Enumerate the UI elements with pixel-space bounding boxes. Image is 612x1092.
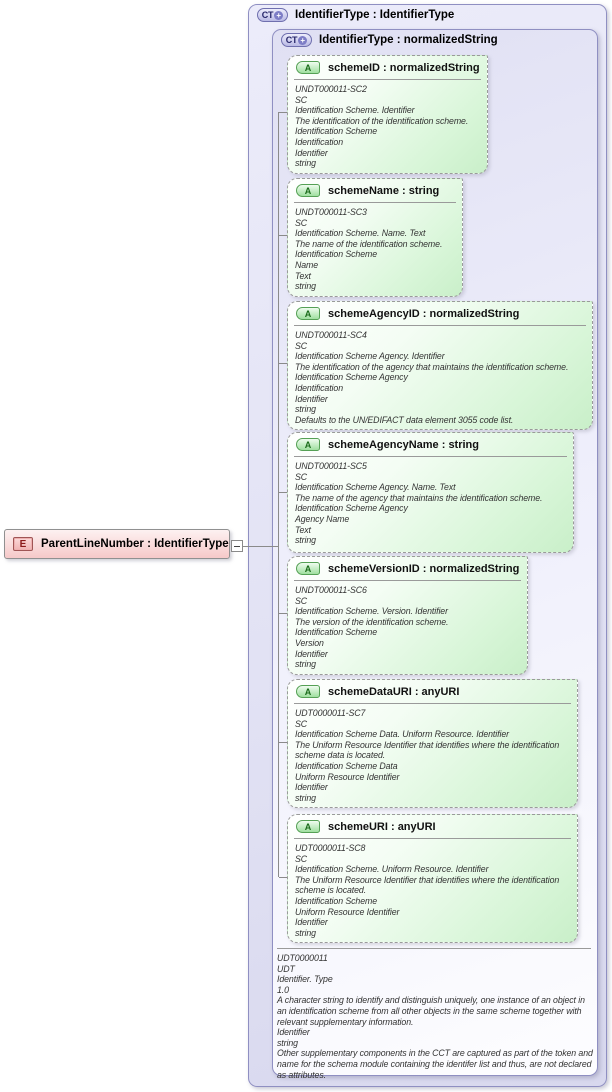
collapse-toggle[interactable]: [231, 540, 243, 552]
attribute-icon: A: [296, 562, 320, 575]
connector-stub-schemedatauri: [279, 742, 287, 743]
connector-element-line: [243, 546, 279, 547]
attribute-title: schemeAgencyName : string: [328, 438, 479, 451]
attribute-annotation: UNDT000011-SC4 SC Identification Scheme …: [295, 330, 569, 425]
divider: [294, 838, 571, 839]
attribute-title: schemeURI : anyURI: [328, 820, 436, 833]
complex-type-title-inner: IdentifierType : normalizedString: [319, 34, 498, 46]
plus-icon: +: [298, 35, 308, 45]
attribute-header: A schemeName : string: [288, 179, 462, 200]
connector-stub-schemename: [279, 235, 287, 236]
minus-icon: [234, 545, 240, 547]
attribute-box-schemename[interactable]: A schemeName : string UNDT000011-SC3 SC …: [287, 178, 463, 297]
attribute-header: A schemeAgencyName : string: [288, 433, 573, 454]
element-icon: E: [13, 537, 33, 551]
attribute-header: A schemeURI : anyURI: [288, 815, 577, 836]
attribute-box-schemeversionid[interactable]: A schemeVersionID : normalizedString UND…: [287, 556, 528, 675]
attribute-title: schemeName : string: [328, 184, 440, 197]
element-box-parentlinenumber[interactable]: E ParentLineNumber : IdentifierType: [4, 529, 230, 559]
connector-stub-schemeid: [279, 112, 287, 113]
attribute-box-schemeagencyid[interactable]: A schemeAgencyID : normalizedString UNDT…: [287, 301, 593, 431]
divider: [277, 948, 591, 949]
connector-stub-schemeagencyid: [279, 363, 287, 364]
attribute-title: schemeID : normalizedString: [328, 61, 480, 74]
attribute-annotation: UDT0000011-SC8 SC Identification Scheme.…: [295, 843, 560, 938]
attribute-icon: A: [296, 307, 320, 320]
complex-type-icon: CT +: [257, 8, 288, 22]
connector-trunk-line: [278, 112, 279, 877]
attribute-title: schemeAgencyID : normalizedString: [328, 307, 520, 320]
attribute-box-schemeagencyname[interactable]: A schemeAgencyName : string UNDT000011-S…: [287, 432, 574, 553]
attribute-icon: A: [296, 438, 320, 451]
attribute-box-schemeuri[interactable]: A schemeURI : anyURI UDT0000011-SC8 SC I…: [287, 814, 578, 944]
attribute-header: A schemeVersionID : normalizedString: [288, 557, 527, 578]
attribute-icon: A: [296, 820, 320, 833]
attribute-header: A schemeDataURI : anyURI: [288, 680, 577, 701]
attribute-box-schemeid[interactable]: A schemeID : normalizedString UNDT000011…: [287, 55, 488, 174]
connector-stub-schemeuri: [279, 877, 287, 878]
divider: [294, 202, 456, 203]
complex-type-icon: CT +: [281, 33, 312, 47]
divider: [294, 79, 481, 80]
attribute-annotation: UNDT000011-SC5 SC Identification Scheme …: [295, 461, 543, 546]
attribute-icon: A: [296, 61, 320, 74]
complex-type-header-outer[interactable]: CT + IdentifierType : IdentifierType: [257, 7, 454, 23]
attribute-annotation: UNDT000011-SC6 SC Identification Scheme.…: [295, 585, 449, 670]
complex-type-title-outer: IdentifierType : IdentifierType: [295, 9, 455, 21]
attribute-icon: A: [296, 685, 320, 698]
divider: [294, 325, 586, 326]
attribute-annotation: UDT0000011-SC7 SC Identification Scheme …: [295, 708, 560, 803]
element-title: ParentLineNumber : IdentifierType: [41, 538, 229, 550]
plus-icon: +: [274, 10, 284, 20]
attribute-title: schemeDataURI : anyURI: [328, 685, 460, 698]
attribute-annotation: UNDT000011-SC2 SC Identification Scheme.…: [295, 84, 469, 169]
type-annotation: UDT0000011 UDT Identifier. Type 1.0 A ch…: [277, 953, 593, 1080]
attribute-header: A schemeAgencyID : normalizedString: [288, 302, 592, 323]
divider: [294, 456, 567, 457]
divider: [294, 703, 571, 704]
connector-stub-schemeagencyname: [279, 492, 287, 493]
complex-type-header-inner[interactable]: CT + IdentifierType : normalizedString: [281, 32, 498, 48]
ct-icon-label: CT: [261, 10, 274, 20]
attribute-icon: A: [296, 184, 320, 197]
attribute-title: schemeVersionID : normalizedString: [328, 562, 520, 575]
divider: [294, 580, 521, 581]
attribute-header: A schemeID : normalizedString: [288, 56, 487, 77]
ct-icon-label: CT: [285, 35, 298, 45]
attribute-annotation: UNDT000011-SC3 SC Identification Scheme.…: [295, 207, 443, 292]
connector-stub-schemeversionid: [279, 613, 287, 614]
attribute-box-schemedatauri[interactable]: A schemeDataURI : anyURI UDT0000011-SC7 …: [287, 679, 578, 809]
